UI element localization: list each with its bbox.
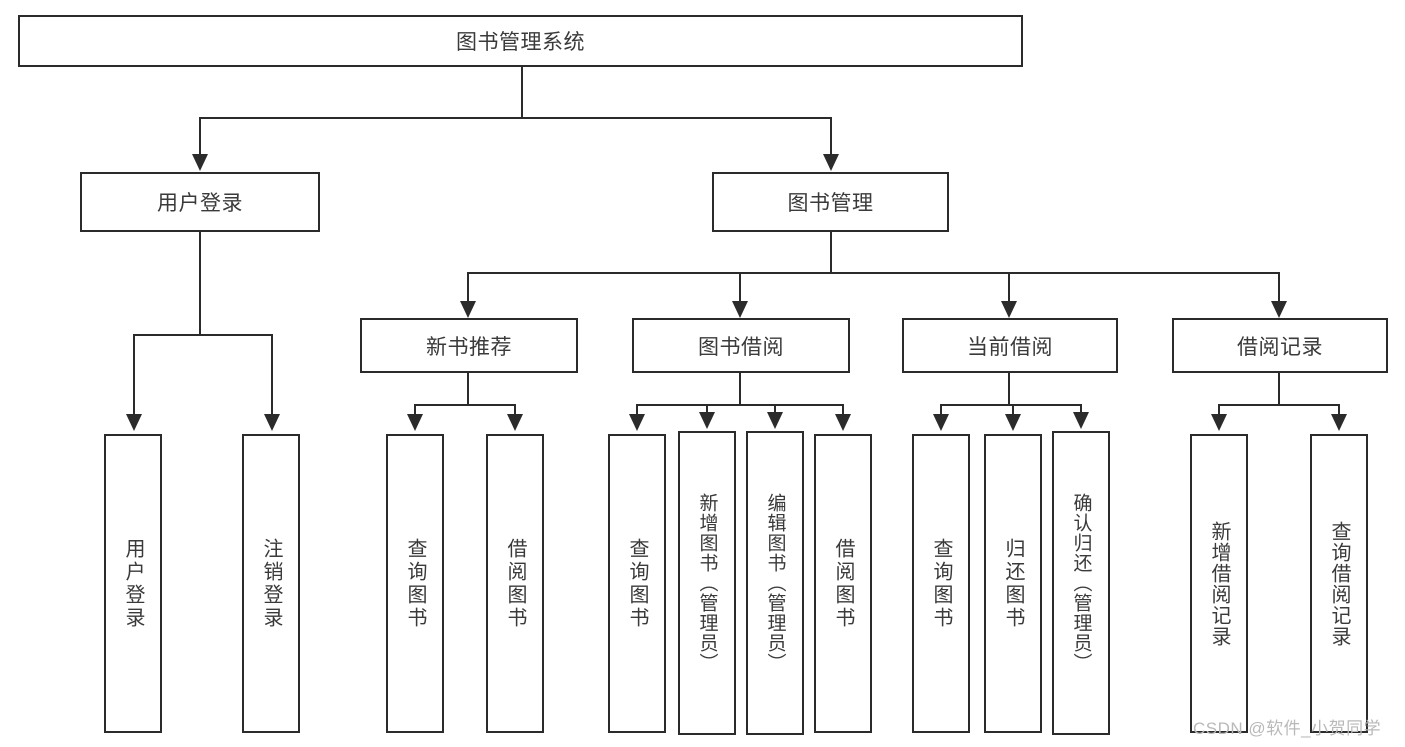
leaf-label: 查询图书 xyxy=(626,537,648,630)
leaf-query-books-new[interactable]: 查询图书 xyxy=(386,434,444,733)
leaf-label: 归还图书 xyxy=(1002,537,1024,630)
arrow-borrow-leaf4 xyxy=(835,414,851,431)
leaf-label: 编辑图书（管理员） xyxy=(764,493,786,673)
connector-borrow-leaf4 xyxy=(842,404,844,416)
arrow-to-book-mgmt xyxy=(823,154,839,171)
connector-borrow-bus xyxy=(636,404,843,406)
connector-to-new-books xyxy=(467,272,469,304)
connector-current-leaf3 xyxy=(1080,404,1082,416)
connector-new-books-stem xyxy=(467,373,469,405)
arrow-current-leaf1 xyxy=(933,414,949,431)
connector-to-current xyxy=(1008,272,1010,304)
connector-borrow-leaf2 xyxy=(706,404,708,416)
connector-root-stem xyxy=(521,67,523,118)
arrow-current-leaf2 xyxy=(1005,414,1021,431)
arrow-to-new-books xyxy=(460,301,476,318)
leaf-label: 注销登录 xyxy=(260,537,282,630)
arrow-records-leaf2 xyxy=(1331,414,1347,431)
connector-book-mgmt-stem xyxy=(830,232,832,273)
arrow-user-login-leaf1 xyxy=(126,414,142,431)
connector-current-stem xyxy=(1008,373,1010,405)
leaf-label: 查询图书 xyxy=(404,537,426,630)
connector-level1-bus xyxy=(199,117,831,119)
leaf-user-login[interactable]: 用户登录 xyxy=(104,434,162,733)
connector-to-records xyxy=(1278,272,1280,304)
connector-current-leaf2 xyxy=(1012,404,1014,416)
leaf-logout[interactable]: 注销登录 xyxy=(242,434,300,733)
leaf-query-books-current[interactable]: 查询图书 xyxy=(912,434,970,733)
connector-records-leaf1 xyxy=(1218,404,1220,416)
node-borrow-records[interactable]: 借阅记录 xyxy=(1172,318,1388,373)
leaf-borrow-books-new[interactable]: 借阅图书 xyxy=(486,434,544,733)
leaf-borrow-books-borrow[interactable]: 借阅图书 xyxy=(814,434,872,733)
leaf-edit-book-admin[interactable]: 编辑图书（管理员） xyxy=(746,431,804,735)
connector-book-mgmt-bus xyxy=(467,272,1278,274)
connector-to-borrow xyxy=(739,272,741,304)
connector-borrow-stem xyxy=(739,373,741,405)
arrow-new-books-leaf2 xyxy=(507,414,523,431)
arrow-borrow-leaf2 xyxy=(699,412,715,429)
arrow-to-user-login xyxy=(192,154,208,171)
connector-new-books-leaf2 xyxy=(514,404,516,416)
leaf-label: 新增借阅记录 xyxy=(1208,520,1230,647)
connector-records-leaf2 xyxy=(1338,404,1340,416)
connector-current-bus xyxy=(940,404,1080,406)
leaf-query-borrow-record[interactable]: 查询借阅记录 xyxy=(1310,434,1368,733)
leaf-label: 查询借阅记录 xyxy=(1328,520,1350,647)
node-current-borrow[interactable]: 当前借阅 xyxy=(902,318,1118,373)
leaf-query-books-borrow[interactable]: 查询图书 xyxy=(608,434,666,733)
connector-current-leaf1 xyxy=(940,404,942,416)
connector-records-stem xyxy=(1278,373,1280,405)
node-book-borrow[interactable]: 图书借阅 xyxy=(632,318,850,373)
connector-new-books-leaf1 xyxy=(414,404,416,416)
leaf-label: 确认归还（管理员） xyxy=(1070,493,1092,673)
arrow-new-books-leaf1 xyxy=(407,414,423,431)
arrow-to-current xyxy=(1001,301,1017,318)
leaf-add-borrow-record[interactable]: 新增借阅记录 xyxy=(1190,434,1248,733)
leaf-label: 新增图书（管理员） xyxy=(696,493,718,673)
arrow-to-borrow xyxy=(732,301,748,318)
leaf-label: 用户登录 xyxy=(122,537,144,630)
arrow-records-leaf1 xyxy=(1211,414,1227,431)
connector-user-login-bus xyxy=(133,334,271,336)
node-book-management[interactable]: 图书管理 xyxy=(712,172,949,232)
connector-new-books-bus xyxy=(414,404,515,406)
connector-borrow-leaf3 xyxy=(774,404,776,416)
connector-to-user-login xyxy=(199,117,201,157)
leaf-label: 借阅图书 xyxy=(504,537,526,630)
arrow-to-records xyxy=(1271,301,1287,318)
connector-user-login-leaf1 xyxy=(133,334,135,416)
connector-user-login-leaf2 xyxy=(271,334,273,416)
arrow-borrow-leaf1 xyxy=(629,414,645,431)
leaf-add-book-admin[interactable]: 新增图书（管理员） xyxy=(678,431,736,735)
leaf-label: 查询图书 xyxy=(930,537,952,630)
csdn-watermark: CSDN @软件_小贺同学 xyxy=(1193,719,1382,738)
node-new-book-recommend[interactable]: 新书推荐 xyxy=(360,318,578,373)
arrow-current-leaf3 xyxy=(1073,412,1089,429)
leaf-label: 借阅图书 xyxy=(832,537,854,630)
node-user-login[interactable]: 用户登录 xyxy=(80,172,320,232)
leaf-return-books[interactable]: 归还图书 xyxy=(984,434,1042,733)
connector-user-login-stem xyxy=(199,232,201,335)
connector-borrow-leaf1 xyxy=(636,404,638,416)
arrow-user-login-leaf2 xyxy=(264,414,280,431)
node-root-system[interactable]: 图书管理系统 xyxy=(18,15,1023,67)
arrow-borrow-leaf3 xyxy=(767,412,783,429)
connector-to-book-mgmt xyxy=(830,117,832,157)
leaf-confirm-return-admin[interactable]: 确认归还（管理员） xyxy=(1052,431,1110,735)
connector-records-bus xyxy=(1218,404,1338,406)
